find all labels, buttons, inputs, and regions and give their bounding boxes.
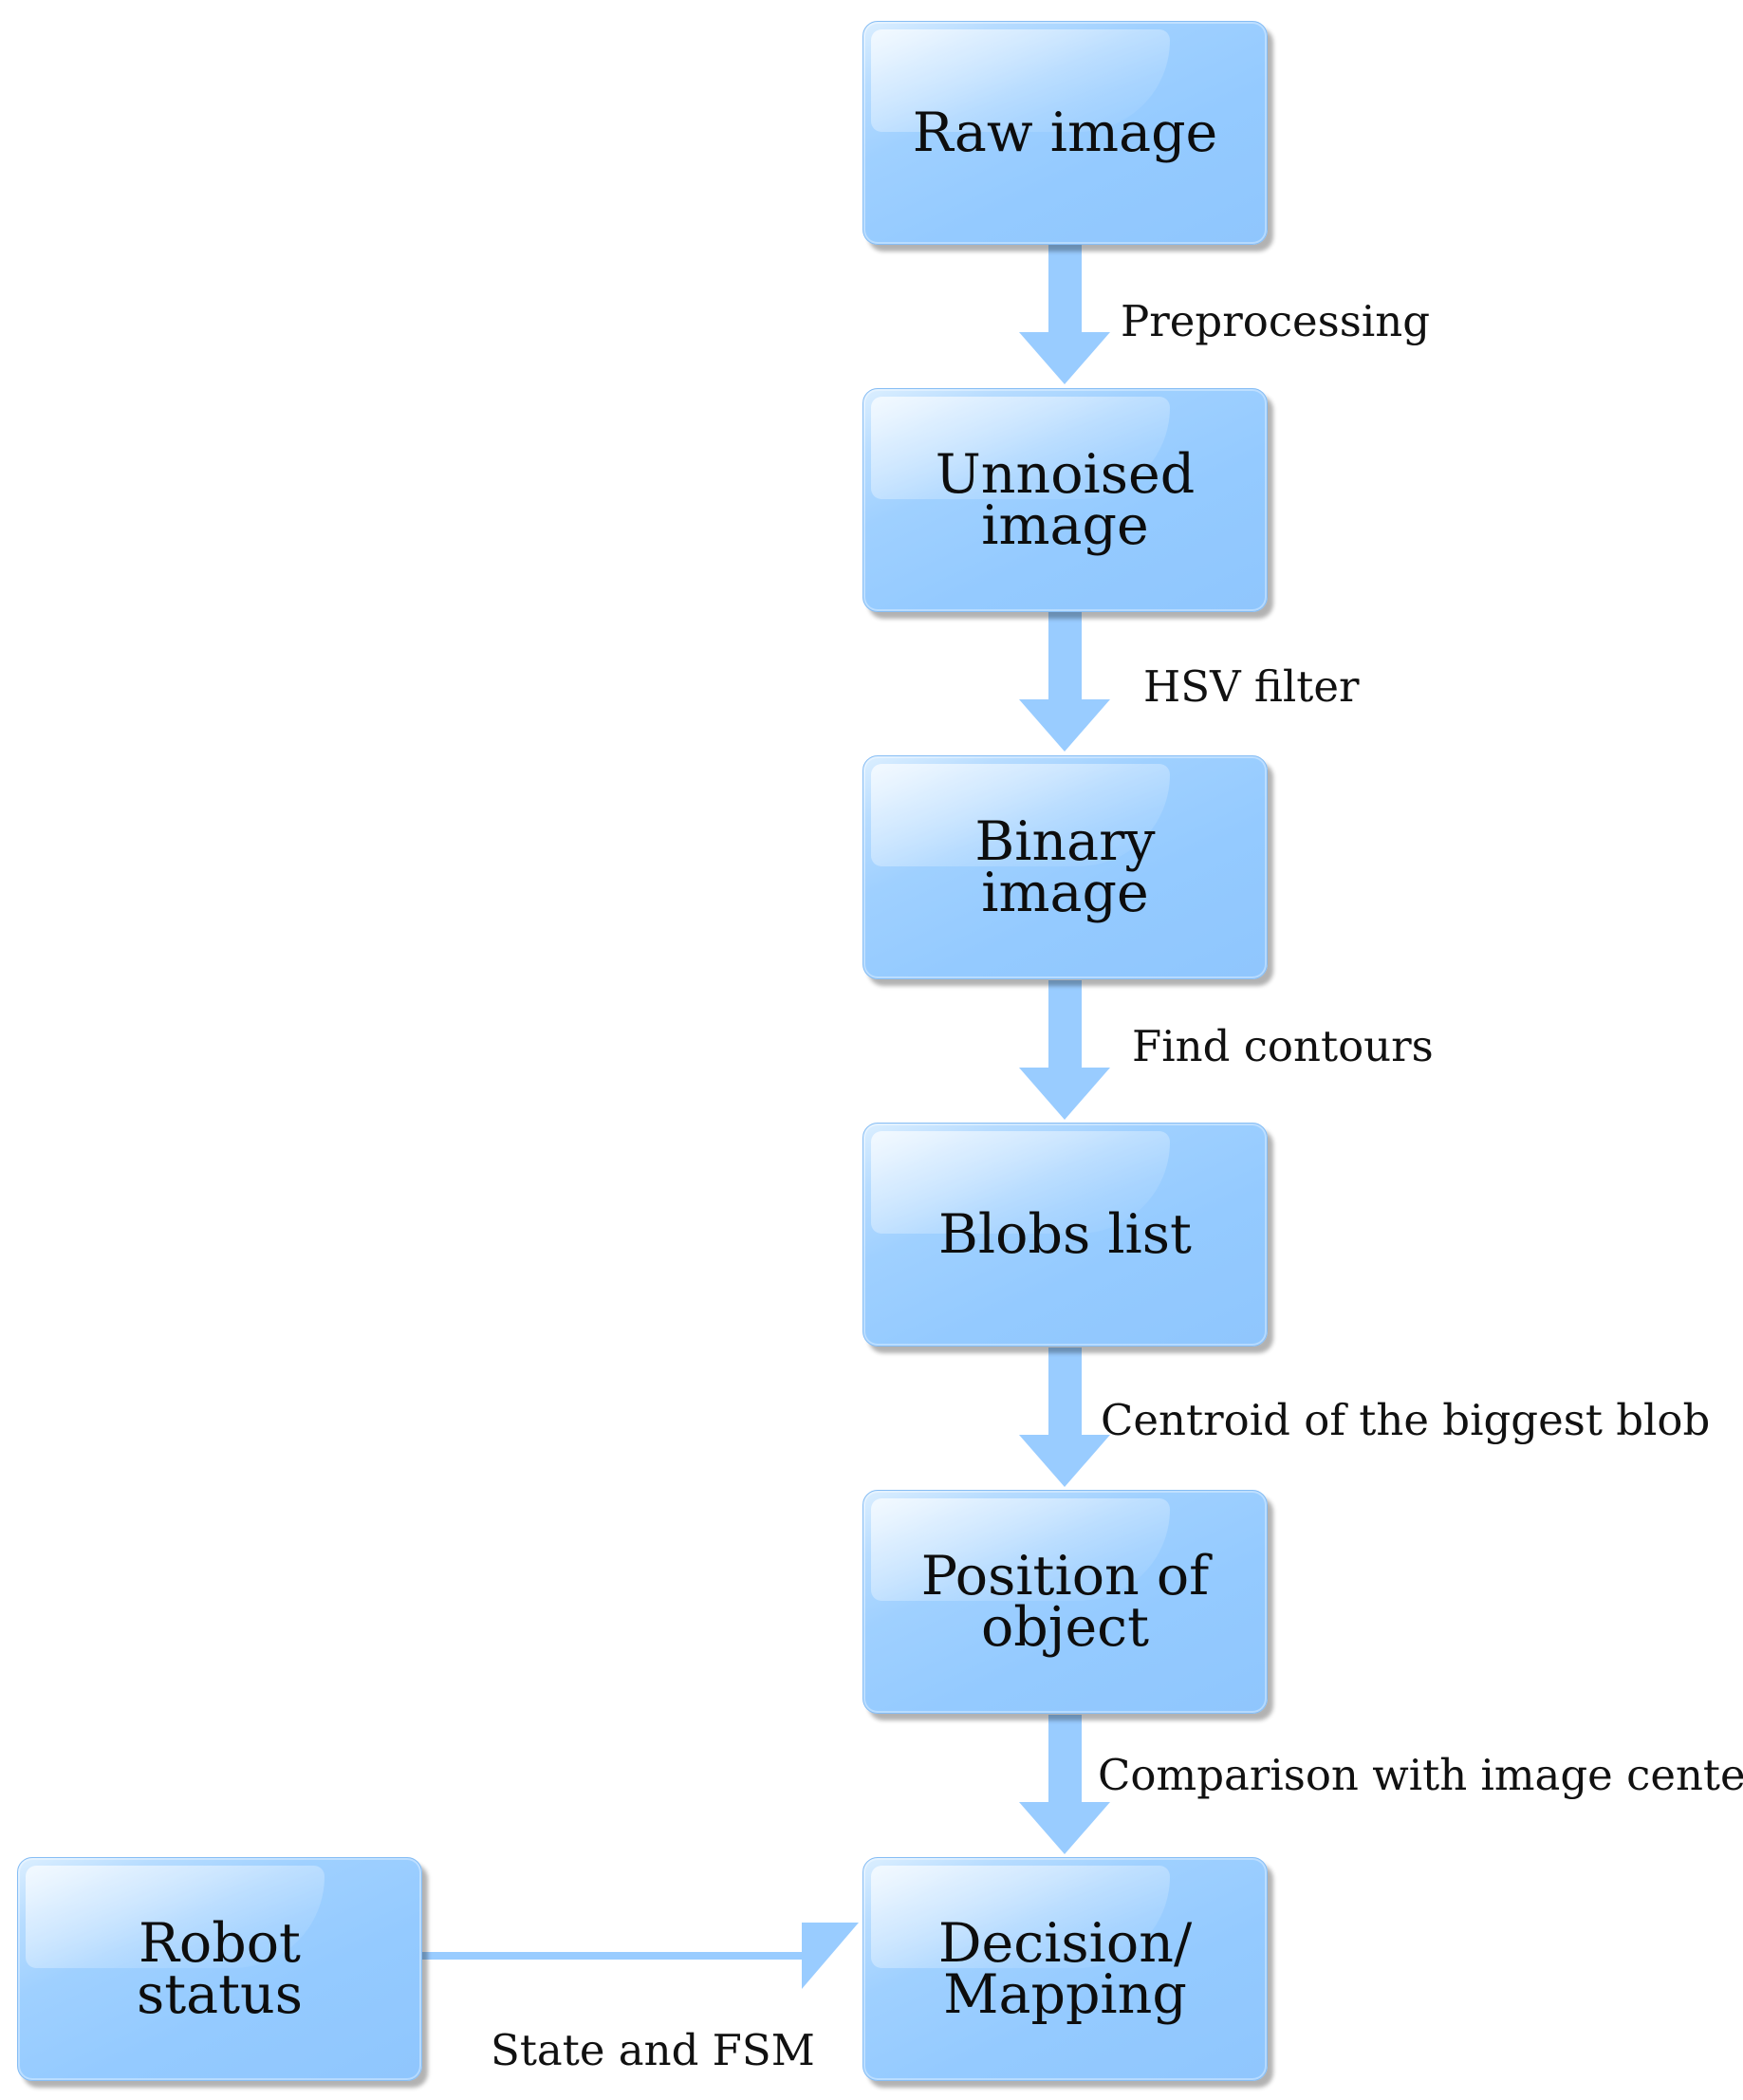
node-blobs-list-label: Blobs list: [938, 1203, 1192, 1266]
node-position-of-object: Position of object: [862, 1490, 1268, 1714]
edge-label-hsv-filter: HSV filter: [1143, 661, 1360, 712]
node-raw-image: Raw image: [862, 21, 1268, 245]
node-unnoised-image-label: Unnoised image: [935, 443, 1196, 557]
node-robot-status-label: Robot status: [136, 1912, 303, 2026]
arrow-hsv-filter: [1019, 612, 1110, 752]
node-decision-mapping: Decision/ Mapping: [862, 1857, 1268, 2081]
node-blobs-list: Blobs list: [862, 1123, 1268, 1347]
arrow-comparison: [1019, 1715, 1110, 1854]
edge-label-comparison: Comparison with image center: [1098, 1750, 1743, 1800]
node-raw-image-label: Raw image: [912, 102, 1218, 164]
edge-label-centroid: Centroid of the biggest blob: [1101, 1395, 1711, 1445]
arrow-state-fsm: [422, 1923, 859, 1989]
node-position-of-object-label: Position of object: [920, 1545, 1210, 1659]
arrow-centroid: [1019, 1347, 1110, 1487]
edge-label-preprocessing: Preprocessing: [1121, 296, 1431, 346]
node-robot-status: Robot status: [17, 1857, 422, 2081]
node-decision-mapping-label: Decision/ Mapping: [937, 1912, 1193, 2026]
node-unnoised-image: Unnoised image: [862, 388, 1268, 612]
edge-label-state-fsm: State and FSM: [491, 2025, 815, 2075]
edge-label-find-contours: Find contours: [1132, 1021, 1434, 1071]
node-binary-image-label: Binary image: [974, 810, 1156, 924]
node-binary-image: Binary image: [862, 755, 1268, 979]
arrow-preprocessing: [1019, 245, 1110, 384]
arrow-find-contours: [1019, 980, 1110, 1120]
